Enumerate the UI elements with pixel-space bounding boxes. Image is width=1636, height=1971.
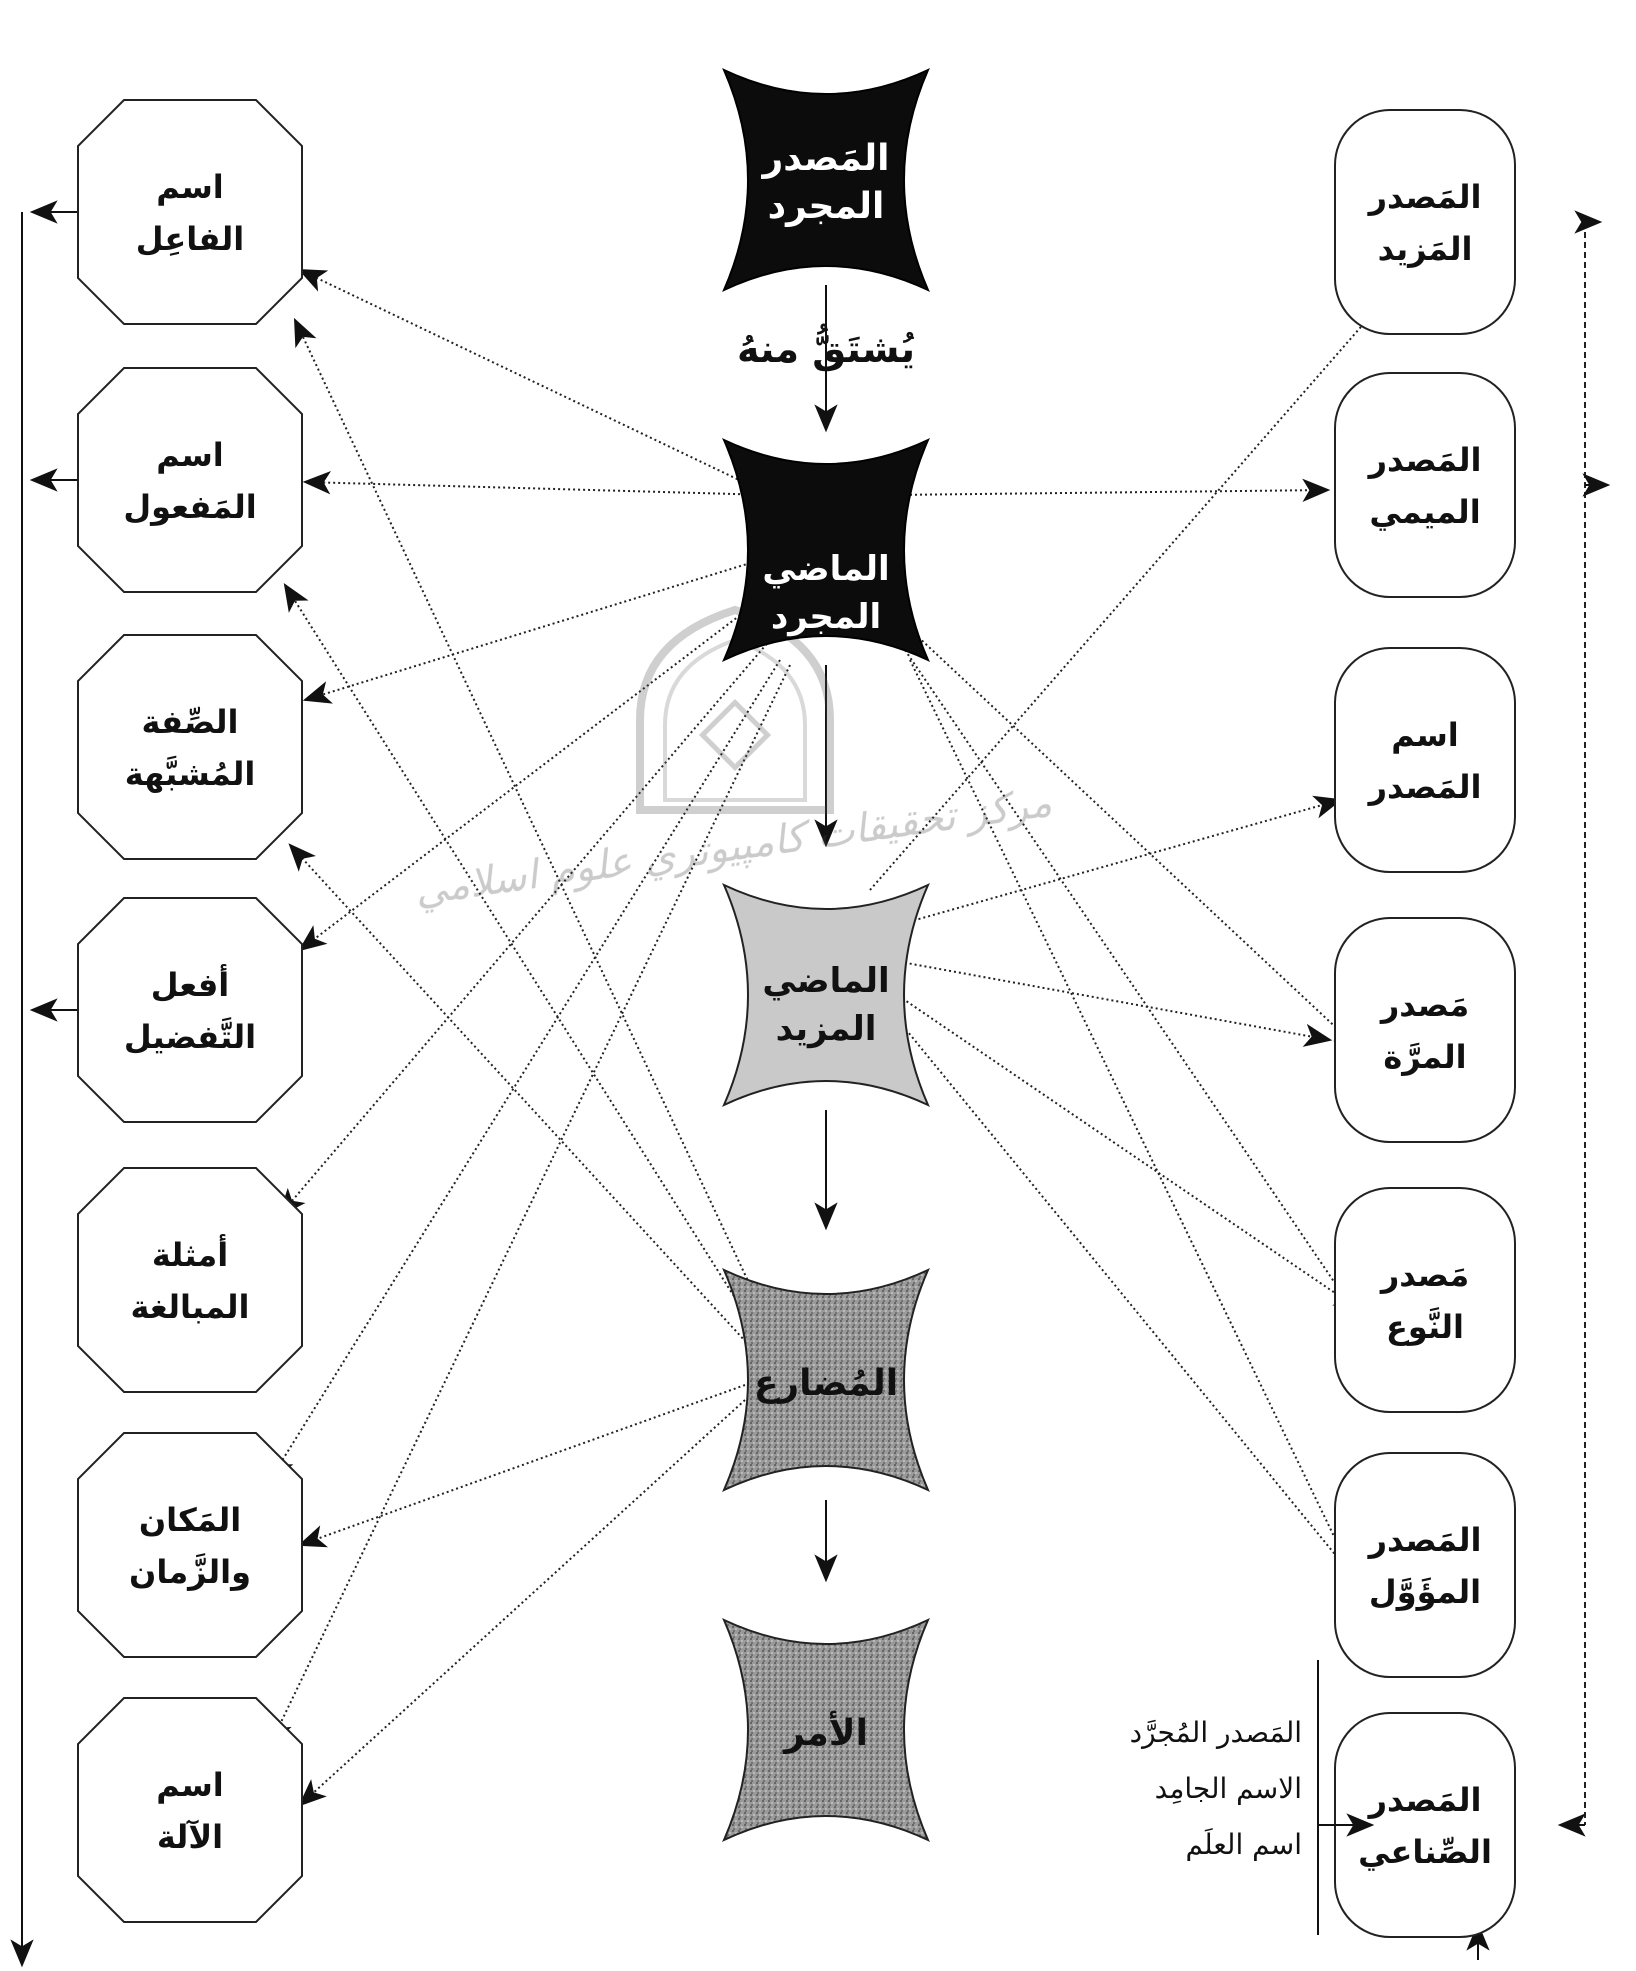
node-amr: الأمر xyxy=(722,1617,930,1843)
node-label-line: المجرد xyxy=(768,186,885,227)
node-label-line: والزَّمان xyxy=(129,1553,251,1592)
node-label-line: المَصدر xyxy=(1367,178,1482,216)
node-label-line: اسم xyxy=(156,436,224,474)
sinai-source-item: الاسم الجامِد xyxy=(1155,1772,1302,1805)
node-madi-mazid: الماضي المزيد xyxy=(722,882,930,1108)
node-label-line: اسم xyxy=(156,168,224,206)
rounded-box-shape xyxy=(1334,1187,1516,1413)
node-label-line: النَّوع xyxy=(1386,1307,1464,1346)
octagon-shape xyxy=(77,99,303,325)
node-label-line: المرَّة xyxy=(1383,1038,1466,1076)
node-label-line: مَصدر xyxy=(1379,1256,1469,1294)
node-label-line: الميمي xyxy=(1369,493,1480,531)
derivation-arrow xyxy=(889,1009,1362,1587)
derive-label: يُشتَقُّ منهُ xyxy=(737,323,915,371)
node-label-line: المَصدر xyxy=(761,138,890,179)
node-label-line: المَصدر xyxy=(1367,768,1482,806)
rounded-box-shape xyxy=(1334,372,1516,598)
derivation-arrow xyxy=(297,1384,746,1548)
derivation-arrow xyxy=(889,989,1362,1312)
node-label-line: المبالغة xyxy=(131,1288,250,1326)
node-label-line: المَصدر xyxy=(1367,441,1482,479)
node-left-6: اسم الآلة xyxy=(77,1697,303,1923)
node-label-line: المَصدر xyxy=(1367,1781,1482,1819)
derivation-arrow xyxy=(298,599,761,952)
node-label-line: الأمر xyxy=(782,1710,868,1754)
derivation-arrow xyxy=(297,268,761,491)
node-label-line: المُشبَّهة xyxy=(125,755,256,793)
node-label-line: الصِّفة xyxy=(142,703,239,741)
sinai-source-item: اسم العلَم xyxy=(1186,1828,1303,1861)
node-label-line: المَصدر xyxy=(1367,1521,1482,1559)
node-label-line: المَزيد xyxy=(1378,230,1473,268)
node-label-line: اسم xyxy=(1391,716,1459,754)
node-label-line: أمثلة xyxy=(152,1234,228,1274)
node-label-line: المجرد xyxy=(771,597,881,637)
rounded-box-shape xyxy=(1334,109,1516,335)
node-label-line: التَّفضيل xyxy=(124,1017,256,1056)
rounded-box-shape xyxy=(1334,1452,1516,1678)
octagon-shape xyxy=(77,897,303,1123)
node-label-line: اسم xyxy=(156,1766,224,1804)
node-right-1: المَصدر الميمي xyxy=(1334,372,1516,598)
rounded-box-shape xyxy=(1334,917,1516,1143)
derivation-arrow xyxy=(869,303,1382,891)
node-label-line: الماضي xyxy=(762,961,889,1001)
node-right-0: المَصدر المَزيد xyxy=(1334,109,1516,335)
derivation-arrow xyxy=(278,639,771,1217)
node-masdar-mujarrad: المَصدر المجرد xyxy=(722,67,930,293)
derivation-arrow xyxy=(294,317,791,1371)
octagon-shape xyxy=(77,1167,303,1393)
node-mudari: المُضارع xyxy=(722,1267,930,1493)
sinai-source-item: المَصدر المُجرَّد xyxy=(1130,1716,1302,1749)
derivation-arrow xyxy=(889,478,1331,502)
node-left-4: أمثلة المبالغة xyxy=(77,1167,303,1393)
node-left-5: المَكان والزَّمان xyxy=(77,1432,303,1658)
node-label-line: الآلة xyxy=(157,1818,223,1856)
node-label-line: المَكان xyxy=(139,1501,241,1539)
node-madi-mujarrad: الماضي المجرد xyxy=(722,437,930,663)
derivation-arrow xyxy=(268,659,781,1482)
derivation-arrow xyxy=(298,1399,746,1807)
derivation-arrow xyxy=(909,659,1362,1593)
rounded-box-shape xyxy=(1334,647,1516,873)
derivation-arrow xyxy=(288,843,791,1391)
node-label-line: المُضارع xyxy=(754,1363,898,1404)
node-label-line: مَصدر xyxy=(1379,986,1469,1024)
node-right-2: اسم المَصدر xyxy=(1334,647,1516,873)
node-right-4: مَصدر النَّوع xyxy=(1334,1187,1516,1413)
octagon-shape xyxy=(77,1432,303,1658)
octagon-shape xyxy=(77,367,303,593)
node-left-3: أفعل التَّفضيل xyxy=(77,897,303,1123)
node-right-5: المَصدر المؤَوَّل xyxy=(1334,1452,1516,1678)
node-right-6: المَصدر الصِّناعي xyxy=(1334,1712,1516,1938)
sinai-sources: المَصدر المُجرَّد الاسم الجامِد اسم العل… xyxy=(1130,1660,1375,1935)
node-left-0: اسم الفاعِل xyxy=(77,99,303,325)
node-label-line: المَفعول xyxy=(123,488,256,526)
octagon-shape xyxy=(77,634,303,860)
derivation-arrow xyxy=(302,471,771,496)
derivation-arrow xyxy=(302,559,761,704)
node-left-2: الصِّفة المُشبَّهة xyxy=(77,634,303,860)
node-label-line: أفعل xyxy=(151,964,230,1004)
node-left-1: اسم المَفعول xyxy=(77,367,303,593)
node-label-line: الماضي xyxy=(762,549,889,589)
node-label-line: الفاعِل xyxy=(136,220,244,258)
connector-lines xyxy=(268,268,1382,1807)
derivation-arrow xyxy=(889,959,1333,1047)
node-label-line: المؤَوَّل xyxy=(1369,1573,1481,1611)
node-right-3: مَصدر المرَّة xyxy=(1334,917,1516,1143)
node-label-line: المزيد xyxy=(776,1009,877,1049)
octagon-shape xyxy=(77,1697,303,1923)
node-label-line: الصِّناعي xyxy=(1358,1833,1492,1871)
